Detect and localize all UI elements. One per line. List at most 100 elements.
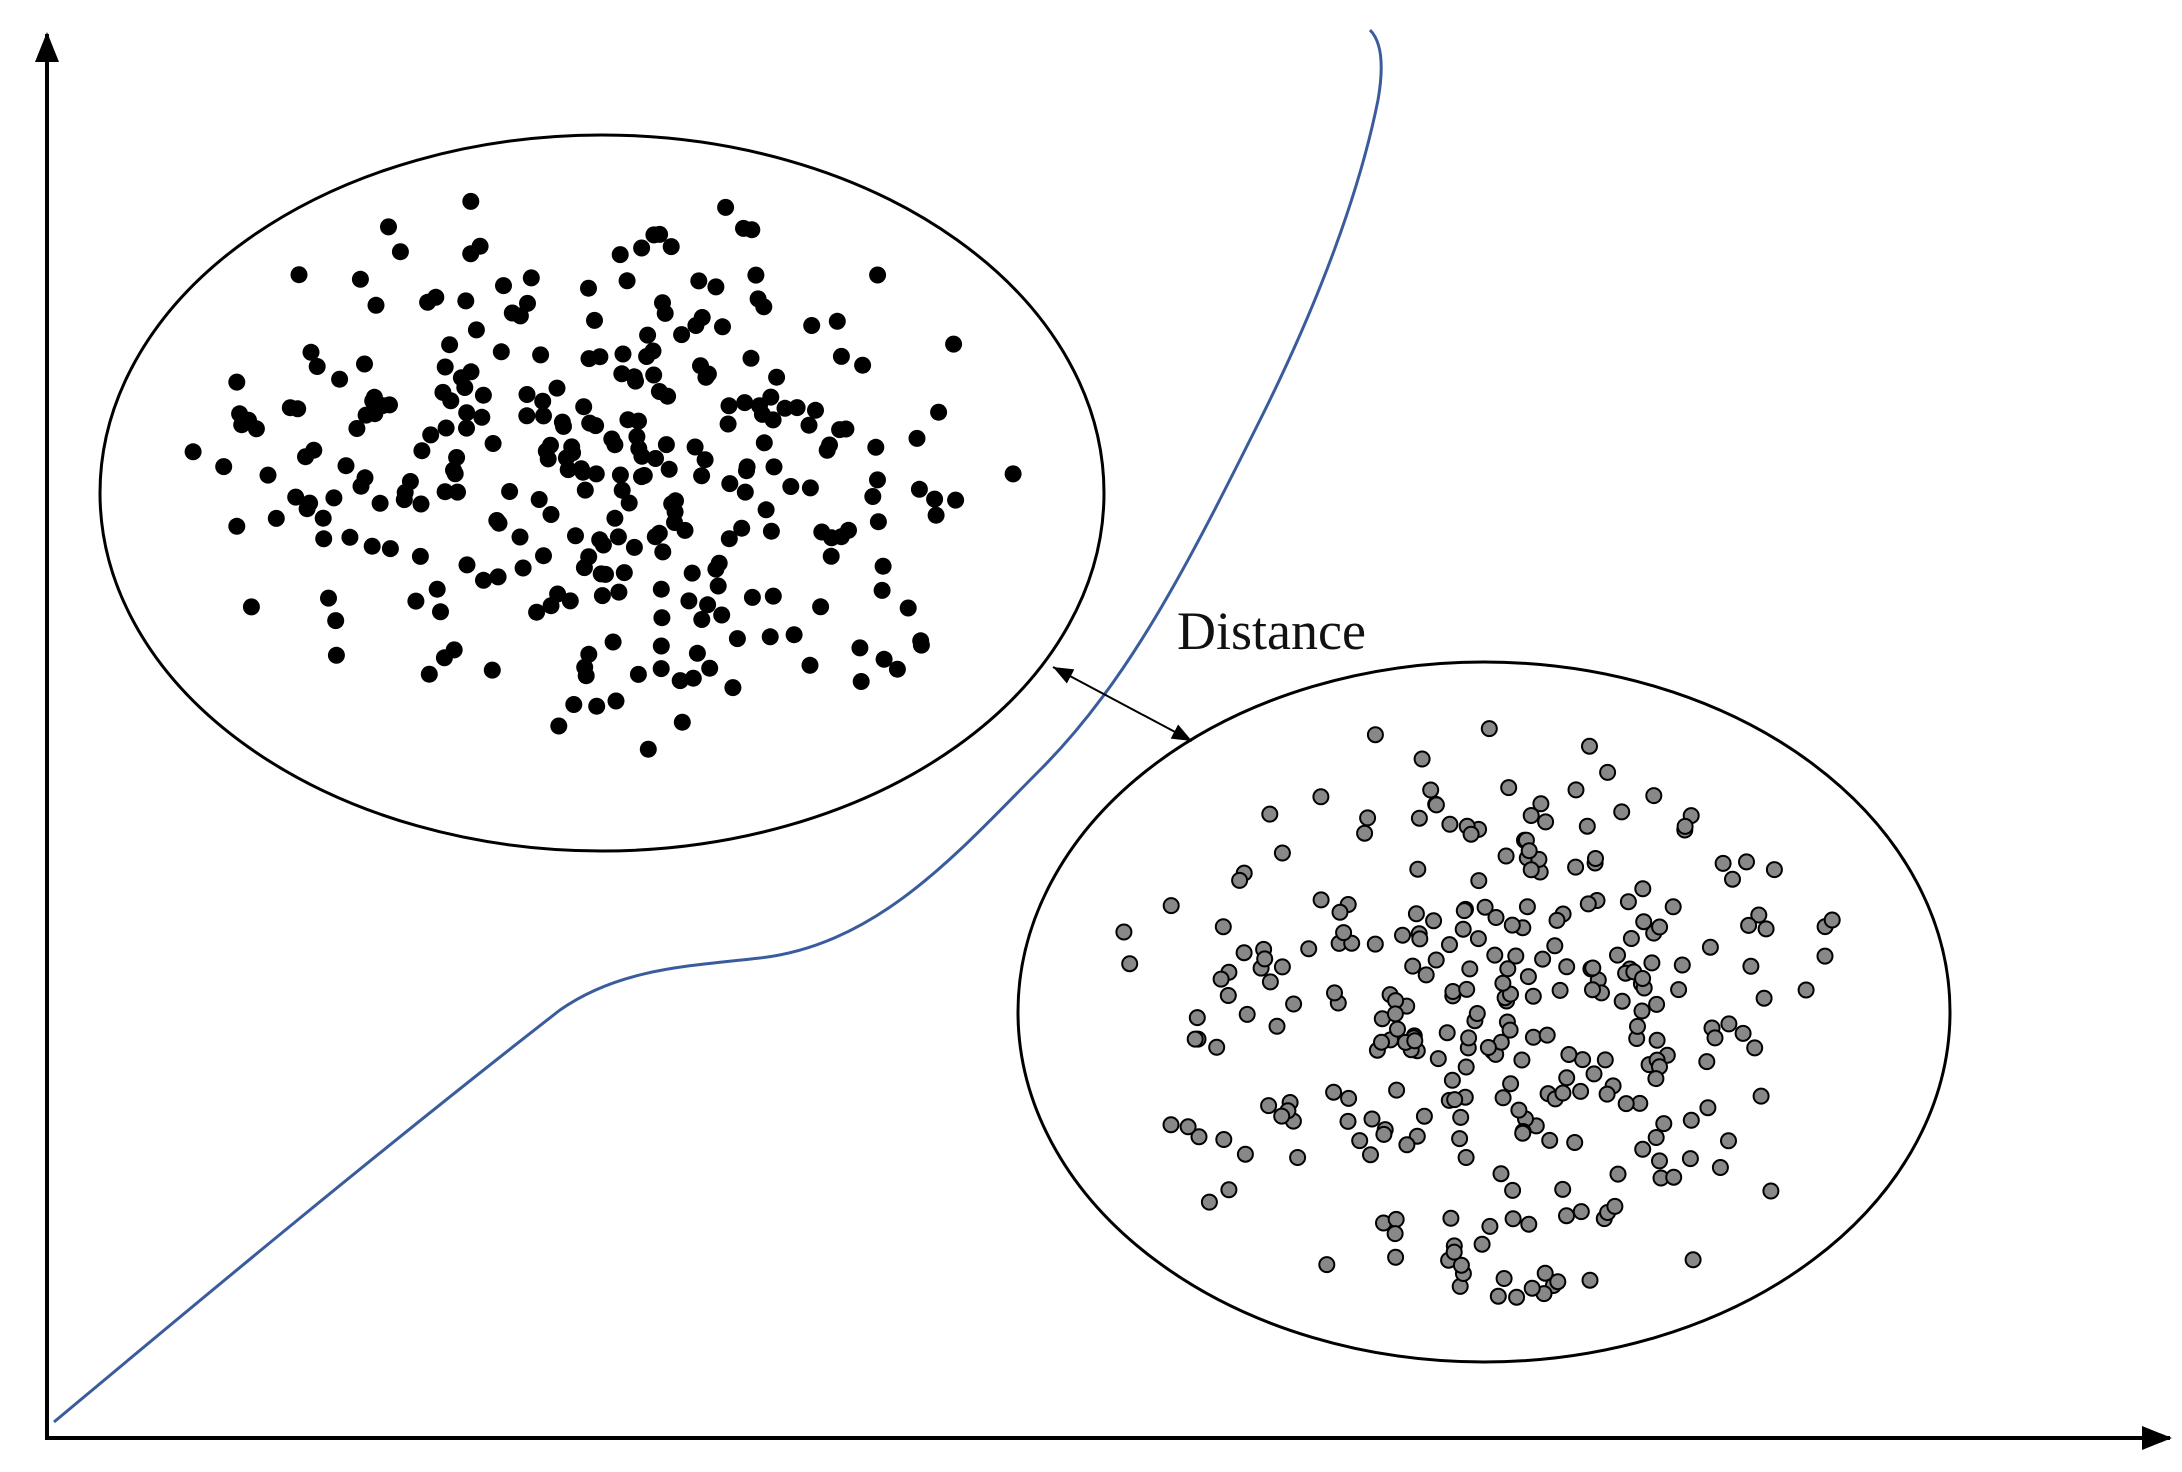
- cluster-b-point: [1699, 1099, 1717, 1117]
- cluster-b-point: [1469, 930, 1487, 948]
- cluster-b-point: [1407, 905, 1425, 923]
- cluster-a-point: [650, 524, 668, 542]
- cluster-b-point: [1481, 1217, 1499, 1235]
- cluster-b-point: [1413, 750, 1431, 768]
- cluster-a-point: [720, 397, 738, 415]
- cluster-b-point: [1581, 1271, 1599, 1289]
- cluster-b-point: [1609, 1165, 1627, 1183]
- cluster-b-point: [1312, 891, 1330, 909]
- cluster-b-point: [1445, 1243, 1463, 1261]
- cluster-b-point: [1536, 1264, 1554, 1282]
- cluster-a-point: [645, 226, 663, 244]
- cluster-a-point: [606, 509, 624, 527]
- cluster-b-point: [1532, 795, 1550, 813]
- cluster-b-point: [1214, 918, 1232, 936]
- cluster-a-point: [428, 580, 446, 598]
- cluster-a-point: [671, 672, 689, 690]
- cluster-b-point: [1200, 1193, 1218, 1211]
- cluster-a-point: [728, 630, 746, 648]
- cluster-a-point: [314, 509, 332, 527]
- cluster-a-point: [337, 457, 355, 475]
- cluster-a-point: [580, 645, 598, 663]
- cluster-a-point: [542, 506, 560, 523]
- cluster-a-point: [867, 438, 885, 456]
- cluster-b-point: [1441, 936, 1458, 954]
- cluster-a-point: [618, 272, 636, 290]
- cluster-b-point: [1651, 918, 1669, 936]
- cluster-a-point: [831, 421, 849, 439]
- cluster-a-point: [575, 398, 593, 416]
- cluster-b-point: [1740, 916, 1758, 934]
- cluster-a-point: [287, 488, 305, 506]
- cluster-a-ellipse: [98, 133, 1106, 853]
- cluster-b-point: [1681, 1150, 1699, 1168]
- cluster-b-point: [1285, 995, 1303, 1013]
- cluster-b-point: [1665, 1168, 1683, 1186]
- cluster-a-point: [657, 436, 675, 454]
- cluster-a-point: [437, 419, 455, 437]
- cluster-b-point: [1503, 916, 1521, 934]
- cluster-b-point: [1443, 1071, 1461, 1089]
- cluster-b-point: [1212, 970, 1230, 988]
- cluster-b-point: [1492, 1165, 1510, 1183]
- cluster-b-point: [1752, 1087, 1770, 1105]
- cluster-b-point: [1441, 815, 1459, 833]
- cluster-a-point: [575, 559, 593, 577]
- cluster-b-point: [1438, 1024, 1456, 1042]
- cluster-a-point: [289, 400, 307, 418]
- cluster-a-point: [684, 669, 702, 687]
- cluster-b-point: [1442, 1209, 1460, 1227]
- cluster-b-point: [1566, 1134, 1584, 1151]
- cluster-a-point: [448, 449, 466, 466]
- cluster-b-point: [1701, 938, 1719, 956]
- cluster-a-point: [707, 278, 725, 296]
- cluster-a-point: [555, 417, 572, 435]
- cluster-a-point: [592, 565, 610, 583]
- cluster-a-point: [812, 598, 830, 616]
- cluster-b-point: [1325, 1083, 1343, 1101]
- cluster-b-point: [1524, 1028, 1542, 1046]
- cluster-a-point: [492, 343, 510, 361]
- cluster-a-point: [391, 243, 409, 261]
- cluster-b-point: [1504, 1181, 1522, 1199]
- cluster-b-point: [1560, 1046, 1578, 1063]
- cluster-b-point: [1427, 951, 1445, 969]
- cluster-a-point: [926, 490, 944, 508]
- cluster-a-point: [738, 458, 756, 476]
- cluster-b-point: [1554, 1084, 1572, 1102]
- cluster-b-point: [1648, 995, 1666, 1013]
- cluster-a-point: [662, 238, 680, 256]
- cluster-a-point: [380, 218, 397, 236]
- cluster-a-point: [457, 292, 475, 310]
- cluster-b-point: [1494, 1089, 1512, 1107]
- cluster-a-point: [593, 587, 611, 605]
- cluster-a-point: [542, 597, 560, 615]
- cluster-a-point: [320, 589, 337, 607]
- cluster-b-point: [1558, 958, 1576, 976]
- cluster-a-point: [908, 429, 926, 447]
- cluster-a-point: [673, 713, 691, 731]
- cluster-a-point: [607, 692, 625, 710]
- cluster-a-point: [511, 528, 529, 546]
- cluster-a-point: [381, 396, 398, 414]
- cluster-b-point: [1429, 1050, 1447, 1068]
- cluster-a-point: [690, 272, 708, 290]
- cluster-a-point: [635, 467, 653, 484]
- cluster-b-point: [1541, 1131, 1559, 1149]
- cluster-a-point: [610, 583, 628, 601]
- cluster-b-point: [1389, 1020, 1406, 1038]
- cluster-a-point: [615, 564, 633, 582]
- cluster-a-point: [535, 407, 552, 425]
- cluster-a-point: [462, 363, 480, 381]
- cluster-a-point: [927, 506, 945, 524]
- cluster-b-point: [1359, 809, 1377, 827]
- cluster-b-point: [1816, 947, 1834, 965]
- cluster-b-point: [1495, 1270, 1513, 1287]
- cluster-b-point: [1502, 1075, 1520, 1093]
- cluster-b-point: [1609, 946, 1626, 964]
- cluster-a-point: [411, 547, 429, 565]
- cluster-a-point: [565, 696, 583, 713]
- cluster-a-point: [371, 494, 389, 512]
- cluster-b-point: [1219, 987, 1237, 1004]
- cluster-b-point: [1446, 1091, 1464, 1109]
